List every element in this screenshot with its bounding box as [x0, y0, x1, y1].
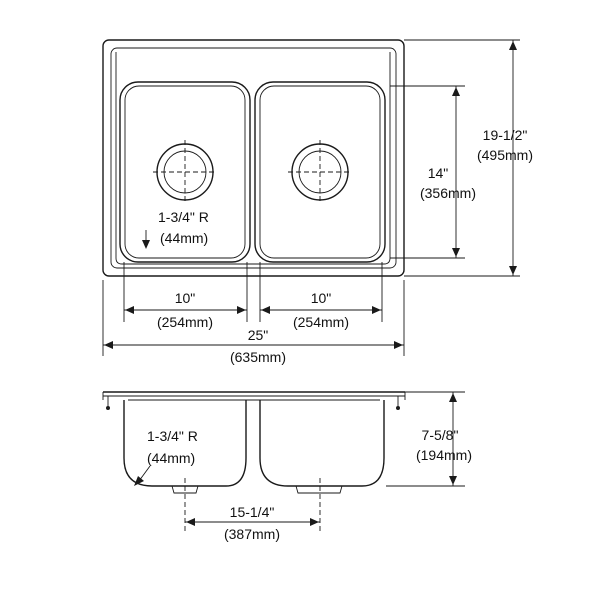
- drain-spacing-metric: (387mm): [224, 526, 280, 542]
- left-bowl-inner: [124, 85, 246, 259]
- corner-radius-callout: 1-3/4" R (44mm): [142, 209, 209, 249]
- overall-width-dimension: 25" (635mm): [102, 280, 405, 365]
- bowl-width-dimensions: 10" (254mm) 10" (254mm): [123, 262, 383, 330]
- rim-ledge: [115, 52, 391, 265]
- side-view: 1-3/4" R (44mm) 7-5/8" (194mm) 15-1/4" (…: [102, 391, 472, 542]
- overall-depth-label: 19-1/2": [483, 127, 528, 143]
- left-bowl: [119, 81, 251, 263]
- bowl-depth-label: 14": [428, 165, 449, 181]
- overall-width-metric: (635mm): [230, 349, 286, 365]
- side-corner-radius-callout: 1-3/4" R (44mm): [134, 428, 198, 486]
- right-drain: [288, 140, 352, 204]
- side-corner-radius-metric: (44mm): [147, 450, 195, 466]
- corner-radius-label: 1-3/4" R: [158, 209, 209, 225]
- sink-outer-rim: [102, 39, 405, 277]
- sink-inner-rim: [110, 47, 397, 269]
- overall-width-label: 25": [248, 327, 269, 343]
- right-bowl-width-metric: (254mm): [293, 314, 349, 330]
- side-corner-radius-label: 1-3/4" R: [147, 428, 198, 444]
- right-bowl-width-label: 10": [311, 290, 332, 306]
- top-view: 1-3/4" R (44mm) 14" (356mm) 19-1/2" (495…: [102, 39, 533, 365]
- drain-spacing-dimension: 15-1/4" (387mm): [185, 504, 320, 542]
- bowl-depth-metric: (356mm): [420, 185, 476, 201]
- height-metric: (194mm): [416, 447, 472, 463]
- height-label: 7-5/8": [422, 427, 459, 443]
- left-bowl-profile: [123, 400, 247, 487]
- right-drain-outlet: [295, 485, 343, 494]
- left-drain-outlet: [171, 485, 199, 494]
- left-bowl-width-metric: (254mm): [157, 314, 213, 330]
- height-dimension: 7-5/8" (194mm): [386, 391, 472, 487]
- overall-depth-dimension: 19-1/2" (495mm): [404, 39, 533, 277]
- overall-depth-metric: (495mm): [477, 147, 533, 163]
- left-drain: [153, 140, 217, 204]
- corner-radius-metric: (44mm): [160, 230, 208, 246]
- right-bowl: [254, 81, 386, 263]
- drain-spacing-label: 15-1/4": [230, 504, 275, 520]
- bowl-depth-dimension: 14" (356mm): [390, 85, 476, 259]
- left-bowl-width-label: 10": [175, 290, 196, 306]
- right-bowl-inner: [259, 85, 381, 259]
- right-bowl-profile: [259, 400, 385, 487]
